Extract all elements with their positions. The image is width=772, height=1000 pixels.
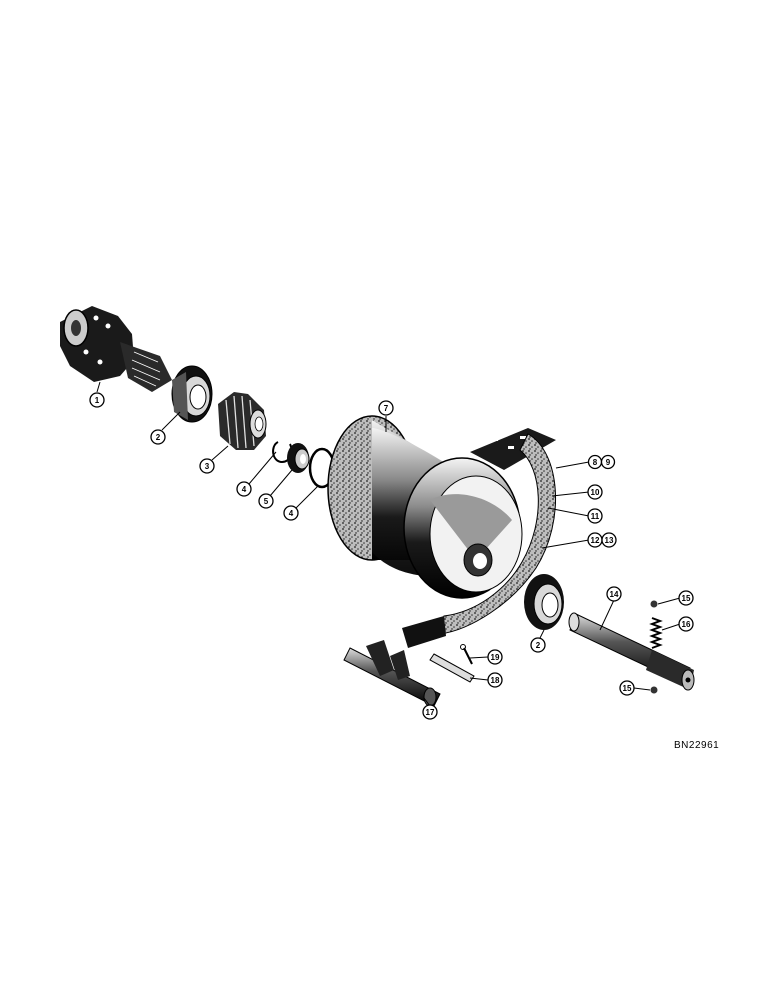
callout-14: 14 xyxy=(606,586,622,602)
callout-1-label: 1 xyxy=(95,396,100,405)
callout-12: 12 xyxy=(587,532,603,548)
callout-4b-label: 4 xyxy=(289,509,294,518)
part-1-hub-shaft xyxy=(60,306,172,392)
part-7-brake-drum xyxy=(327,415,523,599)
part-18-pin xyxy=(429,653,475,683)
callout-3-label: 3 xyxy=(205,462,210,471)
part-2-bearing-b xyxy=(524,574,564,630)
callout-11-label: 11 xyxy=(591,512,600,521)
part-19-cotter-pin xyxy=(460,644,473,665)
part-14-shaft xyxy=(568,612,695,691)
drawing-number: BN22961 xyxy=(674,740,719,751)
callout-2a-label: 2 xyxy=(156,433,161,442)
callout-4a: 4 xyxy=(236,481,252,497)
callout-10: 10 xyxy=(587,484,603,500)
callout-15b: 15 xyxy=(619,680,635,696)
callout-16: 16 xyxy=(678,616,694,632)
callout-1: 1 xyxy=(89,392,105,408)
part-5-bearing xyxy=(287,443,310,473)
callout-16-label: 16 xyxy=(682,620,691,629)
callout-19-label: 19 xyxy=(491,653,500,662)
callout-18: 18 xyxy=(487,672,503,688)
callout-19: 19 xyxy=(487,649,503,665)
callout-18-label: 18 xyxy=(491,676,500,685)
callout-8-label: 8 xyxy=(593,458,598,467)
callout-3: 3 xyxy=(199,458,215,474)
callout-8: 8 xyxy=(587,454,603,470)
brake-band xyxy=(402,428,557,648)
callout-15a-label: 15 xyxy=(682,594,691,603)
callout-15a: 15 xyxy=(678,590,694,606)
callout-12-label: 12 xyxy=(591,536,600,545)
callout-17: 17 xyxy=(422,704,438,720)
callout-9: 9 xyxy=(600,454,616,470)
part-17-lever-shaft xyxy=(343,640,441,707)
callout-7-label: 7 xyxy=(384,404,389,413)
callout-5: 5 xyxy=(258,493,274,509)
callout-4a-label: 4 xyxy=(242,485,247,494)
callout-2b: 2 xyxy=(530,637,546,653)
part-15-ball-b xyxy=(650,686,658,694)
part-2-bearing xyxy=(171,365,213,423)
callout-2b-label: 2 xyxy=(536,641,541,650)
callout-5-label: 5 xyxy=(264,497,269,506)
callout-leaders xyxy=(96,381,681,707)
callout-2a: 2 xyxy=(150,429,166,445)
callout-13-label: 13 xyxy=(605,536,614,545)
callout-15b-label: 15 xyxy=(623,684,632,693)
callout-13: 13 xyxy=(601,532,617,548)
callout-7: 7 xyxy=(378,400,394,416)
callout-17-label: 17 xyxy=(426,708,435,717)
part-16-spring xyxy=(649,617,663,649)
callout-4b: 4 xyxy=(283,505,299,521)
part-3-gear xyxy=(218,392,267,450)
callout-10-label: 10 xyxy=(591,488,600,497)
callout-11: 11 xyxy=(587,508,603,524)
callout-9-label: 9 xyxy=(606,458,611,467)
part-15-ball-a xyxy=(650,600,658,608)
callout-14-label: 14 xyxy=(610,590,619,599)
